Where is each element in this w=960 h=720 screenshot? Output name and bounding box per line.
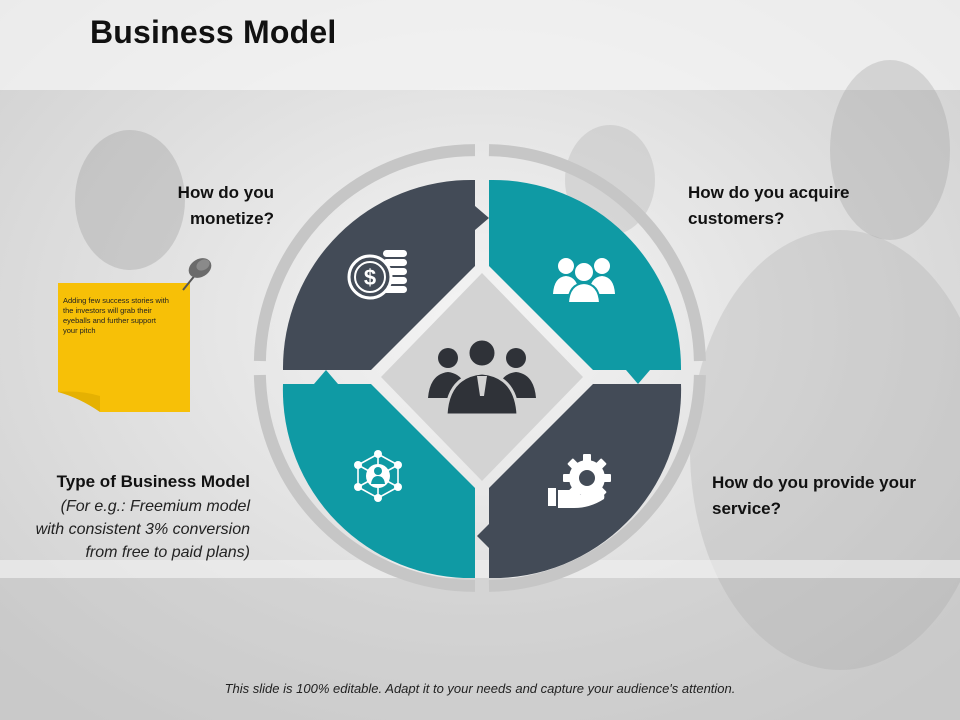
label-acquire-customers: How do you acquire customers? <box>688 183 850 228</box>
dollar-coins-icon: $ <box>347 250 407 300</box>
outer-ring-bottom-left <box>253 374 476 592</box>
label-business-model-title: Type of Business Model <box>56 472 250 491</box>
business-team-icon <box>428 337 536 417</box>
customers-group-icon <box>553 258 615 304</box>
label-business-model-example: (For e.g.: Freemium model with consisten… <box>35 498 250 561</box>
network-person-icon <box>354 450 402 502</box>
svg-text:$: $ <box>364 265 376 290</box>
label-monetize: How do you monetize? <box>177 183 274 228</box>
pointer-provide <box>477 524 489 548</box>
sticky-note-text: Adding few success stories with the inve… <box>63 296 169 335</box>
label-business-model-type: Type of Business Model (For e.g.: Freemi… <box>30 469 250 564</box>
push-pin-icon <box>182 258 212 291</box>
outer-ring-top-right <box>488 144 706 362</box>
outer-ring-bottom-right <box>488 374 706 592</box>
sticky-note-curl <box>58 391 100 412</box>
sticky-note-paper <box>58 283 190 412</box>
label-provide-service: How do you provide your service? <box>712 473 917 518</box>
outer-ring-top-left <box>253 144 476 362</box>
footer-note: This slide is 100% editable. Adapt it to… <box>224 681 736 696</box>
pointer-monetize <box>475 206 489 230</box>
page-title: Business Model <box>90 14 337 50</box>
pointer-type <box>314 370 338 384</box>
gear-hand-icon <box>548 454 611 508</box>
pointer-acquire <box>626 370 650 384</box>
